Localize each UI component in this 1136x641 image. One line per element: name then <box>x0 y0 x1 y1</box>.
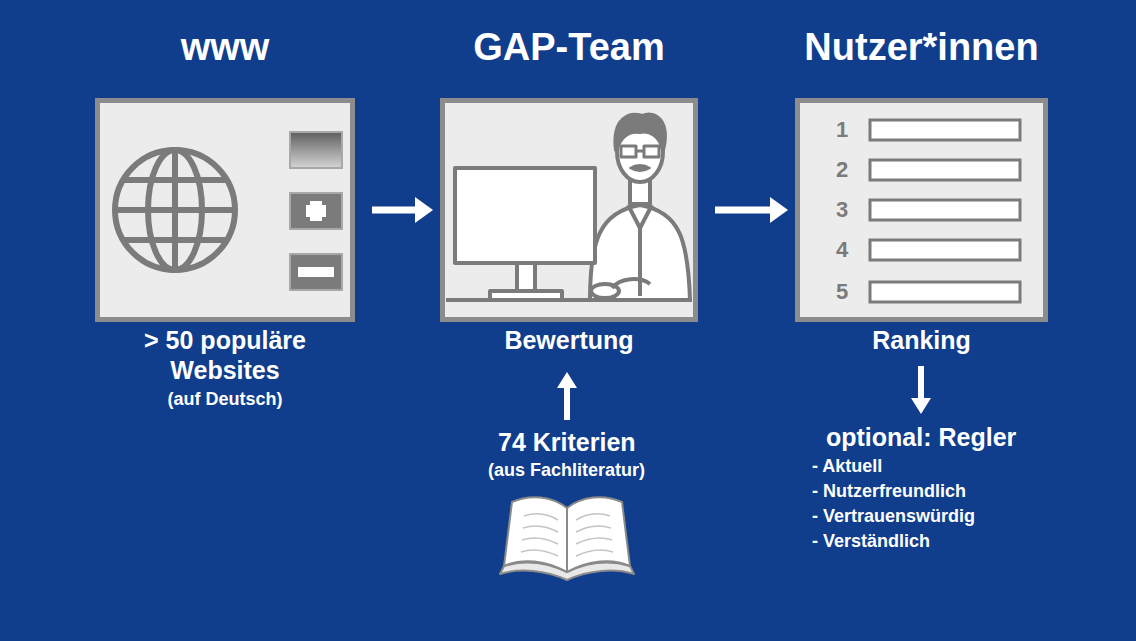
slider-option: - Vertrauenswürdig <box>812 505 975 527</box>
rating-icons <box>290 132 342 290</box>
column-heading: Nutzer*innen <box>804 24 1038 70</box>
slider-heading: optional: Regler <box>826 423 1016 452</box>
slider-option: - Verständlich <box>812 530 930 552</box>
caption-group: > 50 populäre Websites(auf Deutsch) <box>100 325 350 411</box>
box-subcaption: (auf Deutsch) <box>100 387 350 411</box>
slider-option: - Nutzerfreundlich <box>812 480 966 502</box>
slider-option: - Aktuell <box>812 455 882 477</box>
website-box: www> 50 populäre Websites(auf Deutsch) <box>95 98 355 322</box>
reviewer-box: GAP-TeamBewertung <box>440 98 698 322</box>
rank-number: 2 <box>836 157 848 183</box>
globe-icon <box>115 150 235 270</box>
criteria-count: 74 Kriterien <box>498 428 636 457</box>
column-heading: GAP-Team <box>473 24 664 70</box>
caption-group: Ranking <box>797 325 1047 355</box>
box-caption: > 50 populäre Websites <box>100 325 350 385</box>
ranking-bars <box>870 120 1020 302</box>
box-ground <box>440 98 698 322</box>
ranking-box: Nutzer*innenRanking <box>795 98 1048 322</box>
rank-number: 4 <box>836 237 848 263</box>
flow-arrow <box>715 207 774 214</box>
box-ground <box>95 98 355 322</box>
up-arrow <box>557 372 577 420</box>
rank-number: 5 <box>836 279 848 305</box>
reviewer-illustration <box>446 114 692 300</box>
column-heading: www <box>181 24 270 70</box>
caption-group: Bewertung <box>444 325 694 355</box>
flow-arrow <box>372 207 419 214</box>
criteria-source: (aus Fachliteratur) <box>488 459 645 481</box>
box-caption: Ranking <box>797 325 1047 355</box>
rank-number: 3 <box>836 197 848 223</box>
box-ground <box>795 98 1048 322</box>
book-icon <box>500 497 634 580</box>
box-caption: Bewertung <box>444 325 694 355</box>
down-arrow <box>911 366 931 414</box>
rank-number: 1 <box>836 117 848 143</box>
